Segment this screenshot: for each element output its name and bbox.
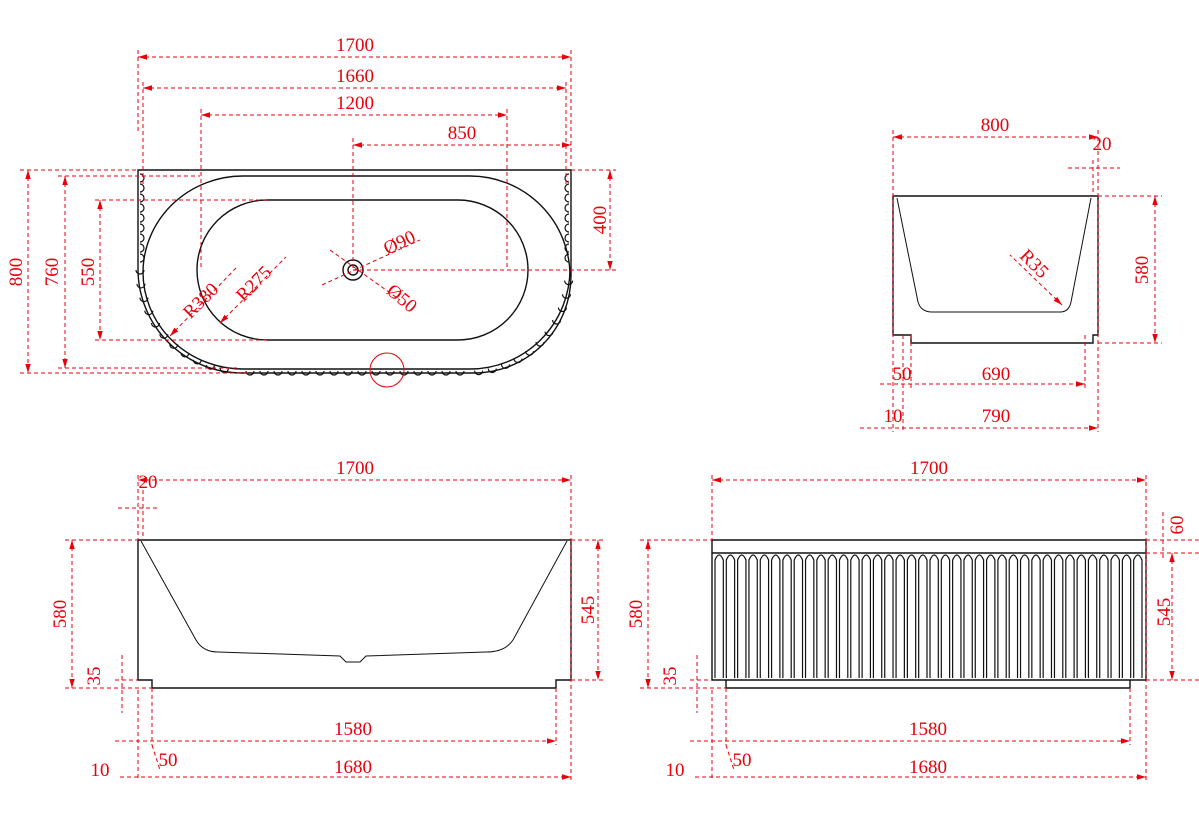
flute-rib [1065,554,1075,678]
fluted-base-length: 1680 [909,757,947,778]
end-plinth-offset: 50 [893,364,912,385]
end-height: 580 [1132,256,1153,285]
flute-rib [1076,554,1087,678]
top-inner-radius: R275 [232,262,276,306]
top-inner-length: 1660 [336,66,374,87]
flute-rib [1053,554,1064,678]
flute-rib [816,554,826,678]
end-view-dimensions: 800 20 580 R35 50 690 10 790 [860,115,1162,432]
flute-rib [997,554,1007,678]
fluted-base-offset: 10 [666,760,685,781]
end-width: 800 [981,115,1010,136]
flute-rib [985,554,996,678]
front-height: 580 [50,600,71,629]
top-view-dimensions: 1700 1660 1200 850 800 760 550 [6,35,616,374]
fluted-rim-height: 60 [1167,516,1188,535]
top-drain-outer: Ø90 [380,227,419,260]
flute-rib [929,554,939,678]
top-view-fluting [135,173,574,376]
front-view: 1700 20 580 545 35 1580 50 10 1680 [50,458,605,781]
front-rim: 20 [139,472,158,493]
flute-rib [793,554,804,678]
flute-rib [952,554,962,678]
top-drain-offset: 850 [448,123,477,144]
fluted-view: 1700 60 545 580 35 1580 50 10 1680 [626,458,1199,781]
flute-rib [838,554,849,678]
flute-rib [759,554,770,678]
flute-rib [1087,554,1098,678]
fluted-plinth-offset: 50 [733,750,752,771]
top-drain-inner: Ø50 [382,280,421,317]
flute-rib [1019,554,1030,678]
end-plinth-width: 690 [982,364,1011,385]
flute-rib [872,554,883,678]
flute-rib [804,554,815,678]
end-view-outline [892,195,1099,344]
front-view-outline [137,539,572,689]
top-overall-length: 1700 [336,35,374,56]
end-radius: R35 [1015,245,1052,282]
flute-rib [974,554,985,678]
fluted-plinth-height: 35 [660,667,681,686]
flute-rib [1031,554,1041,678]
end-view: 800 20 580 R35 50 690 10 790 [860,115,1162,432]
flute-rib [725,554,736,678]
top-inner-width: 760 [42,258,63,287]
flute-rib [884,554,894,678]
flute-rib [748,554,758,678]
top-view: 1700 1660 1200 850 800 760 550 [6,35,616,388]
end-base-width: 790 [982,406,1011,427]
flute-rib [861,554,872,678]
flute-rib [1133,554,1143,678]
front-plinth-offset: 50 [159,750,178,771]
front-plinth-height: 35 [84,667,105,686]
front-length: 1700 [336,458,374,479]
flute-rib [895,554,905,678]
flute-rib [737,554,747,678]
flute-rib [1042,554,1053,678]
flute-rib [1121,554,1132,678]
end-rim: 20 [1093,134,1112,155]
flute-rib [906,554,917,678]
flute-rib [782,554,792,678]
front-base-length: 1680 [334,757,372,778]
flute-rib [827,554,838,678]
fluted-height: 580 [626,600,647,629]
flute-rib [1110,554,1120,678]
fluted-length: 1700 [910,458,948,479]
front-plinth-length: 1580 [334,719,372,740]
end-base-offset: 10 [884,406,903,427]
front-base-offset: 10 [91,760,110,781]
top-view-overflow-marker [369,352,405,388]
flute-rib [770,554,781,678]
flute-rib [1099,554,1109,678]
fluted-view-flutes [714,554,1143,678]
flute-rib [963,554,973,678]
fluted-plinth-length: 1580 [909,719,947,740]
top-basin-length: 1200 [336,93,374,114]
fluted-view-outline [711,539,1147,554]
front-view-dimensions: 1700 20 580 545 35 1580 50 10 1680 [50,458,605,781]
flute-rib [1008,554,1019,678]
fluted-body-height: 545 [1154,598,1175,627]
flute-rib [918,554,928,678]
top-overall-width: 800 [6,258,27,287]
flute-rib [940,554,951,678]
top-basin-width: 550 [78,258,99,287]
flute-rib [850,554,860,678]
top-outer-radius: R380 [179,279,223,323]
top-drain-from-wall: 400 [590,206,611,235]
fluted-view-dimensions: 1700 60 545 580 35 1580 50 10 1680 [626,458,1199,781]
front-inner-height: 545 [578,596,599,625]
flute-rib [714,554,724,678]
